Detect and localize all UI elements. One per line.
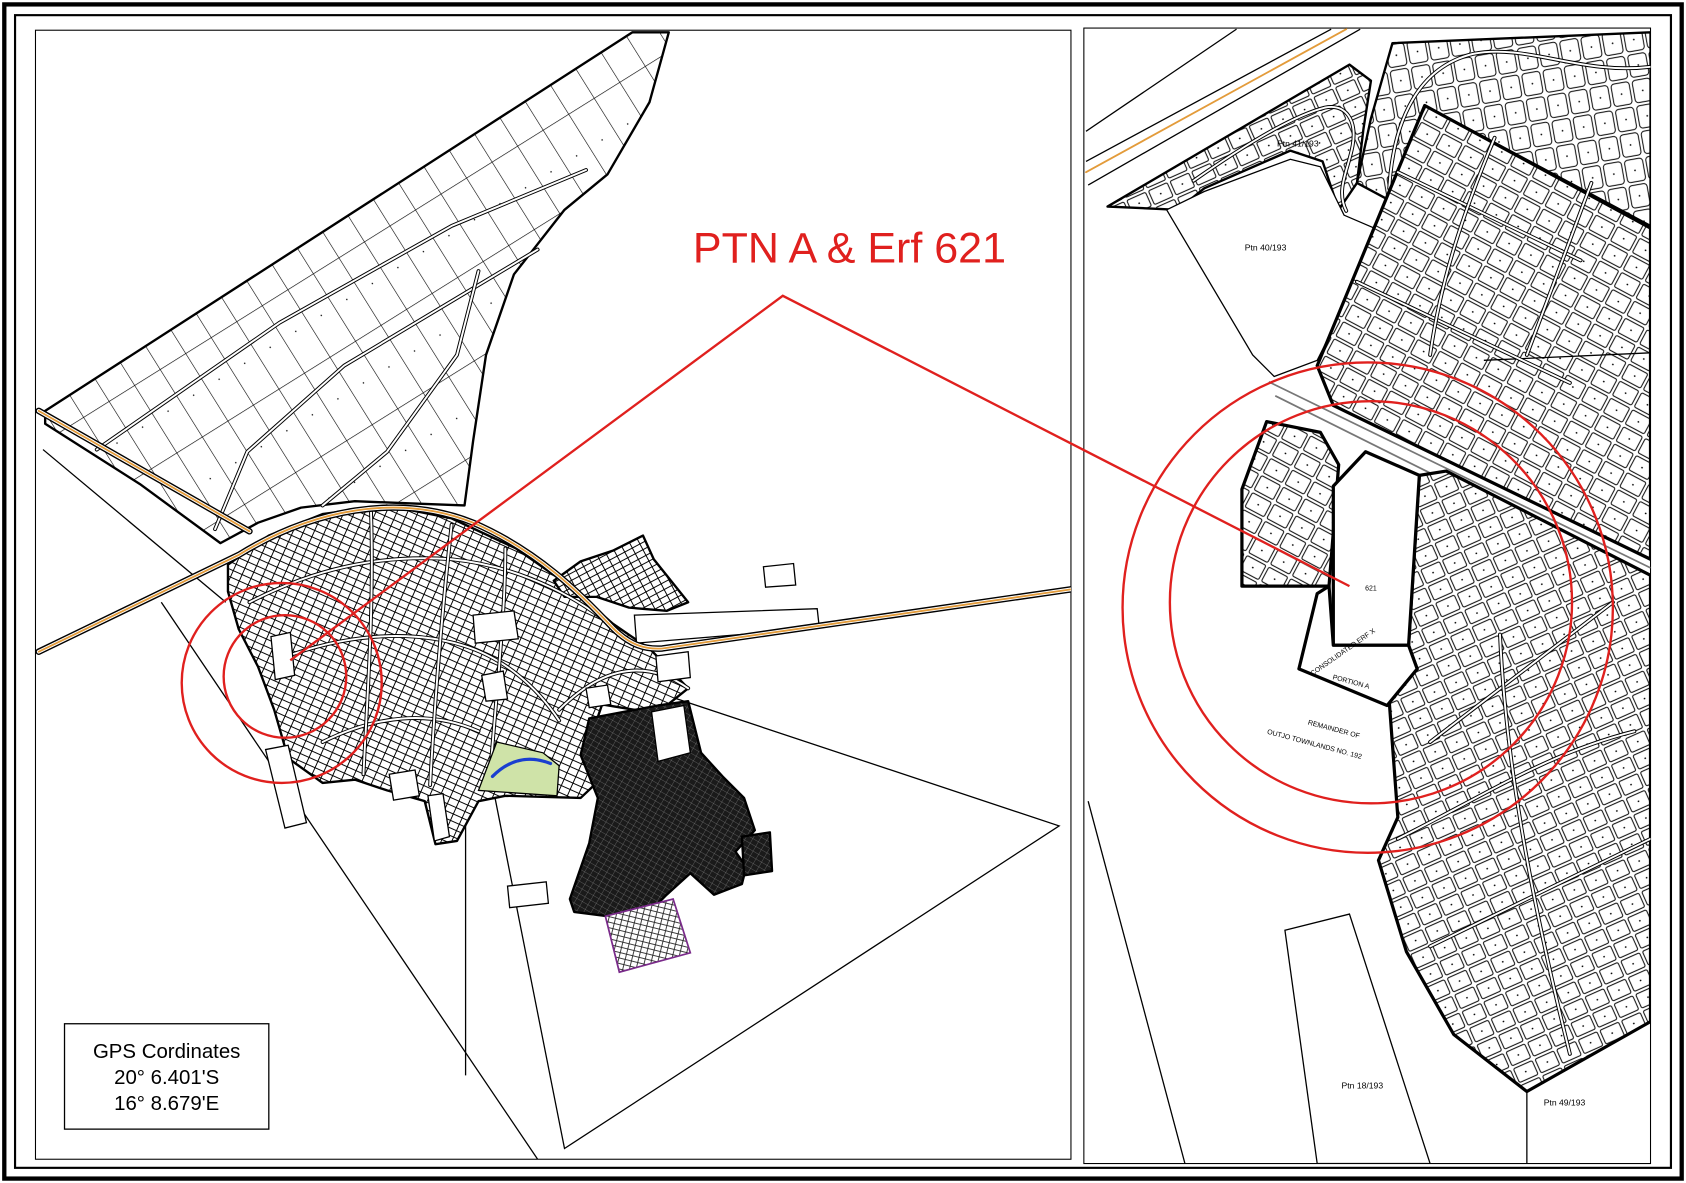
boundary-line	[1087, 801, 1186, 1164]
northwest-subdivision	[43, 31, 670, 545]
upper-erven-block	[1315, 103, 1651, 561]
site-outer-circle	[180, 581, 383, 785]
portion-40-outline	[1165, 158, 1383, 378]
gps-box: GPS Cordinates 20° 6.401'S 16° 8.679'E	[63, 1023, 270, 1130]
locality-map: GPS Cordinates 20° 6.401'S 16° 8.679'E	[39, 31, 1071, 1160]
portion-18-outline	[1284, 913, 1431, 1164]
gps-latitude: 20° 6.401'S	[114, 1067, 219, 1089]
boundary-line	[1085, 28, 1237, 132]
river-line	[490, 757, 553, 779]
dense-block	[740, 831, 774, 877]
callout-label: PTN A & Erf 621	[693, 224, 1006, 272]
gps-heading: GPS Cordinates	[93, 1041, 240, 1063]
detail-inner-circle	[1168, 399, 1574, 805]
portion-a	[1297, 584, 1419, 708]
label-ptn-40: Ptn 40/193	[1245, 243, 1287, 253]
road-edge	[1087, 28, 1361, 186]
inner-frame	[13, 14, 1673, 1169]
western-erven-block	[1240, 419, 1341, 588]
erf-outline	[427, 792, 451, 842]
erf-outline	[264, 744, 308, 829]
label-ptn-49: Ptn 49/193	[1544, 1097, 1586, 1107]
boundary-line	[160, 601, 539, 1160]
site-inner-circle	[222, 613, 348, 739]
erf-621	[1331, 450, 1421, 647]
detail-map: Ptn 41/193 Ptn 40/193 621 CONSOLIDATED E…	[1085, 28, 1651, 1164]
street-edge	[1268, 381, 1651, 569]
town-open-erven	[270, 610, 692, 709]
label-erf-621: 621	[1365, 585, 1377, 592]
open-erf	[650, 704, 692, 763]
detail-outer-circle	[1121, 361, 1615, 854]
town-north-cluster	[552, 534, 690, 613]
label-ptn-18: Ptn 18/193	[1342, 1080, 1384, 1090]
road-centerline	[1085, 28, 1348, 174]
erf-outline	[388, 769, 421, 801]
block-boundary	[1483, 352, 1651, 361]
gps-longitude: 16° 8.679'E	[114, 1093, 219, 1115]
label-ptn-41: Ptn 41/193	[1277, 138, 1319, 148]
park-area	[477, 741, 560, 797]
erf-outline	[506, 881, 550, 909]
road-edge	[1085, 28, 1332, 162]
erf-outline	[762, 562, 797, 588]
callout-leader-line	[289, 294, 1350, 662]
southeast-dense-development	[568, 699, 757, 918]
proposed-development	[604, 897, 692, 974]
